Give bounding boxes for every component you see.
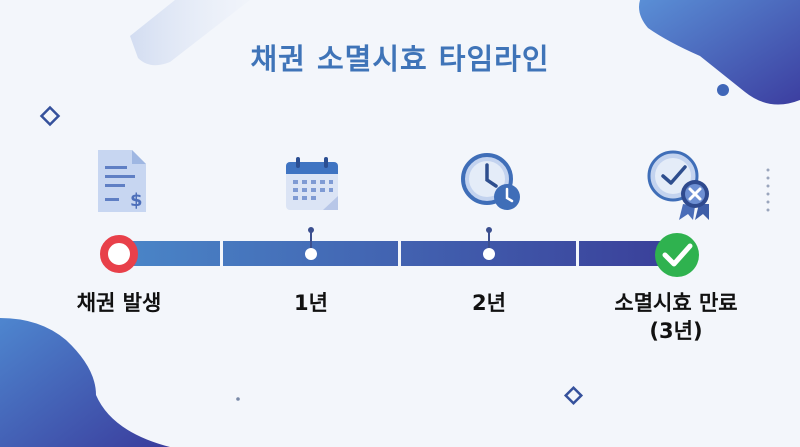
timeline-separator (220, 241, 223, 266)
timeline-separator (398, 241, 401, 266)
year-1-marker (305, 227, 317, 260)
milestone-label-year-1: 1년 (294, 291, 328, 315)
milestone-label-year-2: 2년 (472, 291, 506, 315)
blob-top-right (639, 0, 800, 105)
diamond-decoration (563, 385, 584, 406)
blob-bottom-left (0, 318, 170, 447)
document-dollar-icon: $ (98, 150, 146, 212)
svg-text:$: $ (130, 190, 143, 211)
dot-decoration (717, 84, 729, 96)
clock-icon (461, 153, 520, 210)
clock-badge-icon (647, 150, 709, 220)
diamond-decoration (39, 105, 61, 127)
year-2-marker (483, 227, 495, 260)
timeline-separator (576, 241, 579, 266)
page-title: 채권 소멸시효 타임라인 (250, 42, 550, 76)
light-streak (130, 0, 250, 66)
start-marker (100, 235, 138, 273)
dot-decoration (236, 397, 240, 401)
check-marker (655, 233, 699, 277)
milestone-label-start: 채권 발생 (76, 291, 162, 315)
calendar-icon (286, 157, 338, 210)
dotted-column (766, 168, 770, 212)
milestone-label-expiry: 소멸시효 만료 (3년) (614, 291, 738, 343)
